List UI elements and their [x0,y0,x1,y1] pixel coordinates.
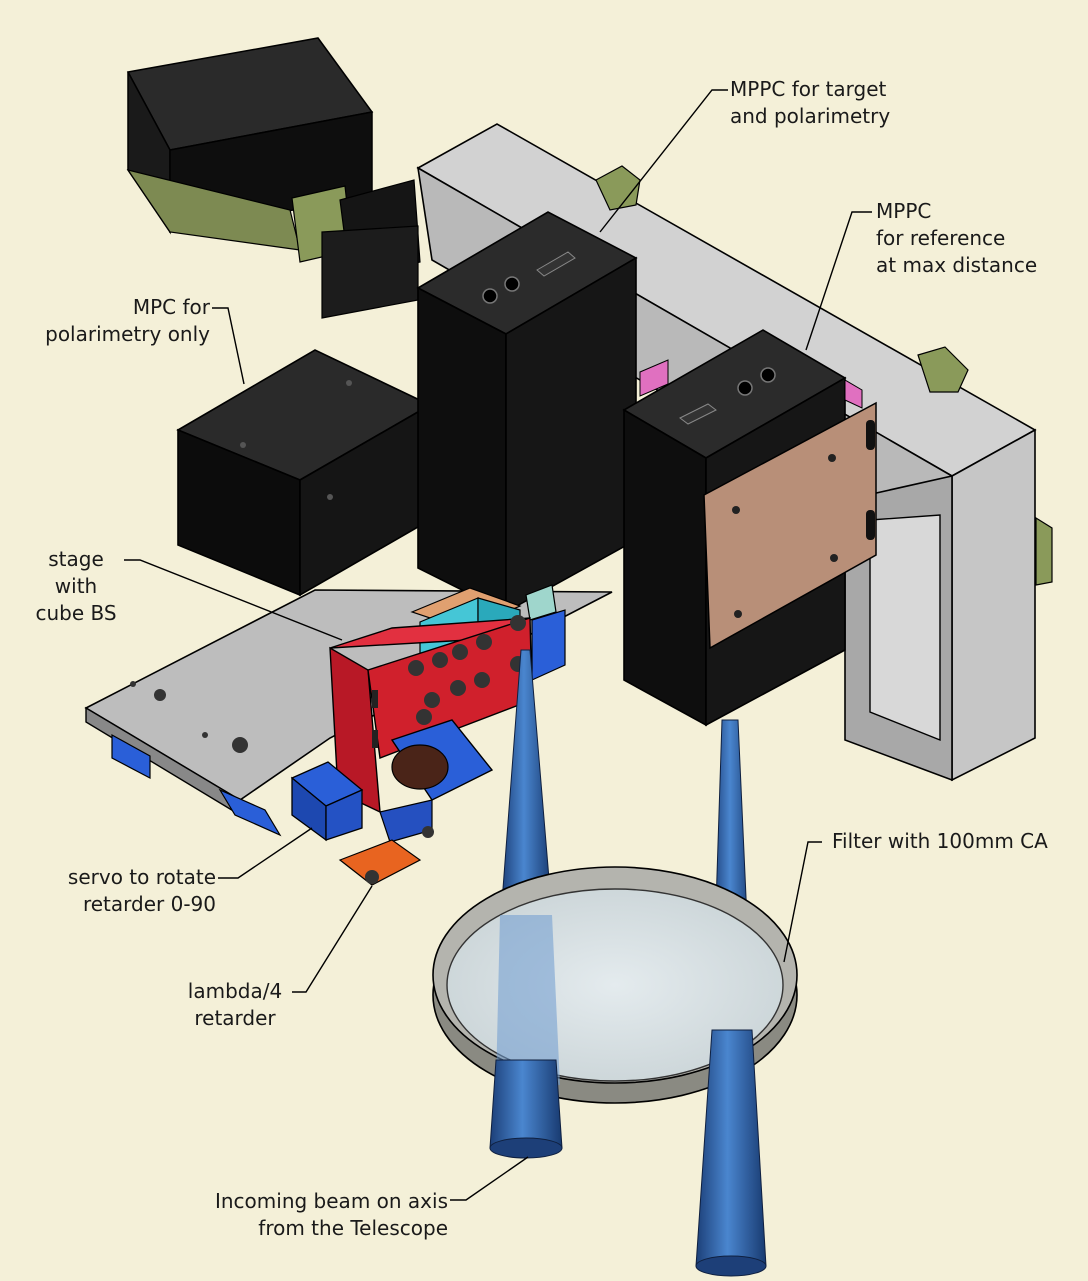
stage-cube-bs [329,584,566,814]
background-camera [126,37,421,319]
label-mppc-target: MPPC for target and polarimetry [730,76,890,130]
label-mppc-target-line-2: and polarimetry [730,104,891,128]
label-mppc-reference-line-1: MPPC [876,199,932,223]
label-mpc-polarimetry-line-1: MPC for [132,295,210,319]
mpc-box [176,349,432,597]
label-stage-line-1: stage [48,547,104,571]
leader-incoming-beam [450,1156,529,1201]
label-servo-line-2: retarder 0-90 [82,892,216,916]
label-incoming-beam: Incoming beam on axis from the Telescope [180,1188,448,1242]
leader-servo [218,827,313,879]
label-mppc-reference-line-3: at max distance [876,253,1038,277]
filter-ring [432,866,798,1104]
mppc-reference-box [622,329,877,727]
label-stage-line-2: with [54,574,98,598]
beams-front [489,1029,767,1277]
mppc-target-box [416,211,638,614]
label-mppc-reference-line-2: for reference [876,226,1006,250]
label-retarder-line-2: retarder [194,1006,276,1030]
leader-mppc-reference [805,211,872,351]
label-incoming-beam-line-2: from the Telescope [258,1216,448,1240]
label-servo: servo to rotate retarder 0-90 [20,864,216,918]
label-mpc-polarimetry: MPC for polarimetry only [30,294,210,348]
leader-mpc-polarimetry [212,307,245,385]
label-retarder-line-1: lambda/4 [187,979,283,1003]
label-retarder: lambda/4 retarder [180,978,290,1032]
leader-mppc-target [599,89,728,233]
leader-filter [783,841,822,963]
label-incoming-beam-line-1: Incoming beam on axis [214,1189,448,1213]
label-filter: Filter with 100mm CA [832,828,1048,855]
label-mppc-reference: MPPC for reference at max distance [876,198,1037,279]
leader-lines [124,89,872,1201]
label-mpc-polarimetry-line-2: polarimetry only [45,322,210,346]
label-filter-line-1: Filter with 100mm CA [832,829,1048,853]
leader-stage [124,559,343,641]
label-servo-line-1: servo to rotate [67,865,216,889]
label-stage-line-3: cube BS [35,601,117,625]
servo-retarder-mount [290,719,494,886]
leader-retarder [292,885,373,993]
label-stage: stage with cube BS [26,546,126,627]
label-mppc-target-line-1: MPPC for target [730,77,887,101]
